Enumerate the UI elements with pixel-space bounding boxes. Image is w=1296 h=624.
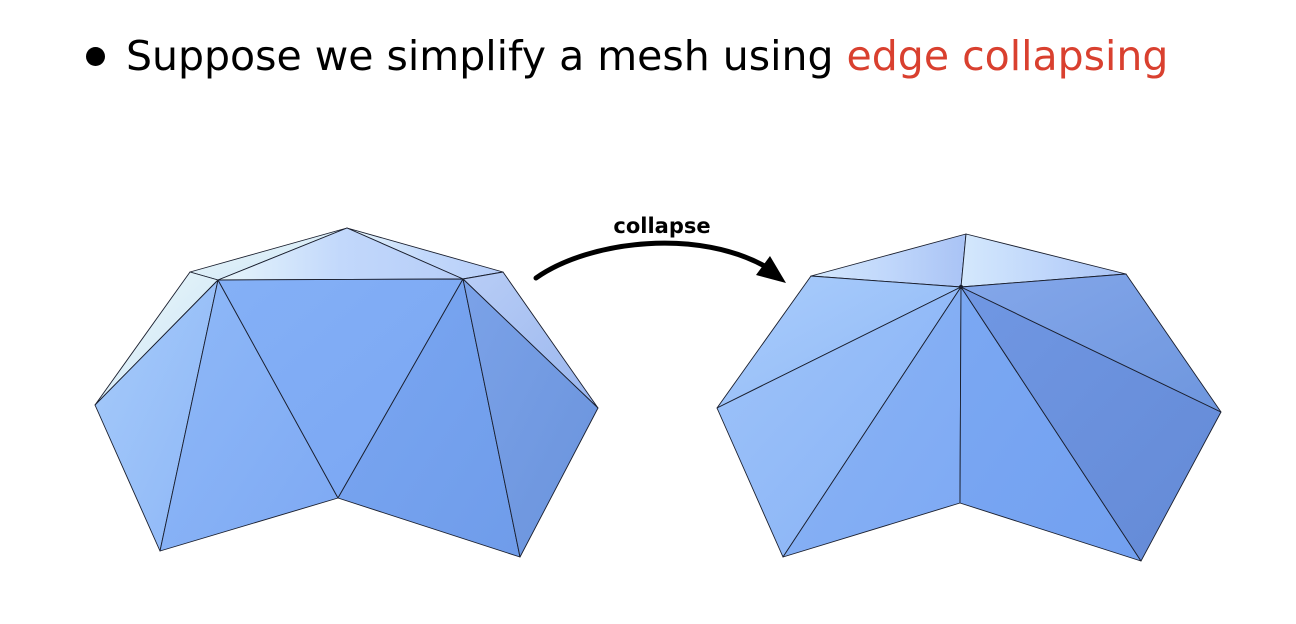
mesh-before-collapse: [94, 227, 599, 558]
mesh-face: [960, 273, 1222, 413]
bullet-text: Suppose we simplify a mesh using edge co…: [126, 32, 1168, 80]
collapse-arrow-head: [756, 256, 786, 283]
bullet-dot: [86, 46, 105, 66]
collapse-label: collapse: [613, 214, 710, 238]
bullet-highlight: edge collapsing: [846, 32, 1169, 80]
collapse-arrow-curve: [533, 240, 771, 281]
mesh-after-collapse: [716, 233, 1222, 562]
collapse-arrow: collapse: [533, 214, 786, 283]
bullet-point: Suppose we simplify a mesh using edge co…: [86, 26, 1168, 86]
collapsed-vertex: [958, 284, 964, 290]
mesh-face: [462, 278, 599, 558]
bullet-text-main: Suppose we simplify a mesh using: [126, 32, 847, 80]
